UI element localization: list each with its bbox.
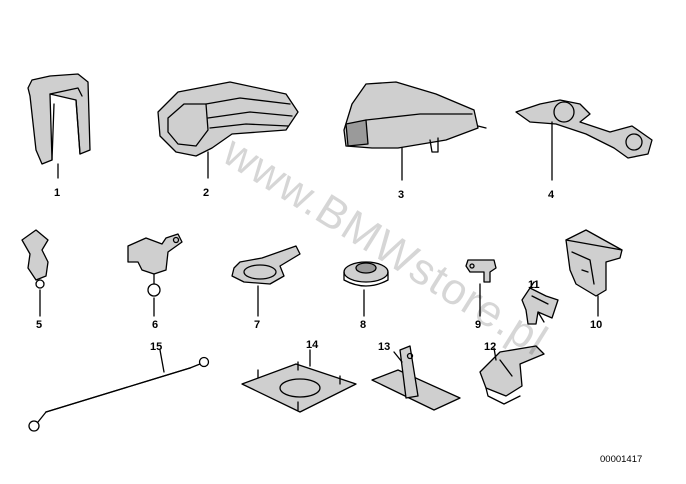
part-8-grommet [343,261,389,317]
label-part-10: 10 [590,319,602,331]
label-part-12: 12 [484,341,496,353]
part-14-plate [241,349,357,413]
part-10-bracket [565,229,623,317]
label-part-2: 2 [203,187,209,199]
label-part-7: 7 [254,319,260,331]
part-11-spring-clip [521,281,559,325]
part-2-connector [157,81,299,179]
label-part-3: 3 [398,189,404,201]
part-9-plate [465,259,497,317]
label-part-9: 9 [475,319,481,331]
watermark: www.BMWstore.pl [214,126,556,365]
part-1-cap [27,73,91,179]
part-15-cable [28,349,210,432]
part-13-mount [371,345,461,411]
part-7-ring-bracket [231,245,301,317]
label-part-6: 6 [152,319,158,331]
part-6-holder [127,233,183,317]
label-part-14: 14 [306,339,319,351]
part-4-bracket [515,99,653,181]
drawing-code: 00001417 [600,454,642,465]
label-part-4: 4 [548,189,555,201]
label-part-15: 15 [150,341,162,353]
part-3-housing [343,81,487,181]
label-part-8: 8 [360,319,366,331]
label-part-13: 13 [378,341,390,353]
part-5-clip [21,229,49,317]
part-12-retainer [479,345,545,405]
label-part-5: 5 [36,319,42,331]
part-labels: 1 2 3 4 5 6 7 8 9 10 11 12 13 14 15 [36,187,602,353]
label-part-11: 11 [528,279,540,291]
label-part-1: 1 [54,187,60,199]
